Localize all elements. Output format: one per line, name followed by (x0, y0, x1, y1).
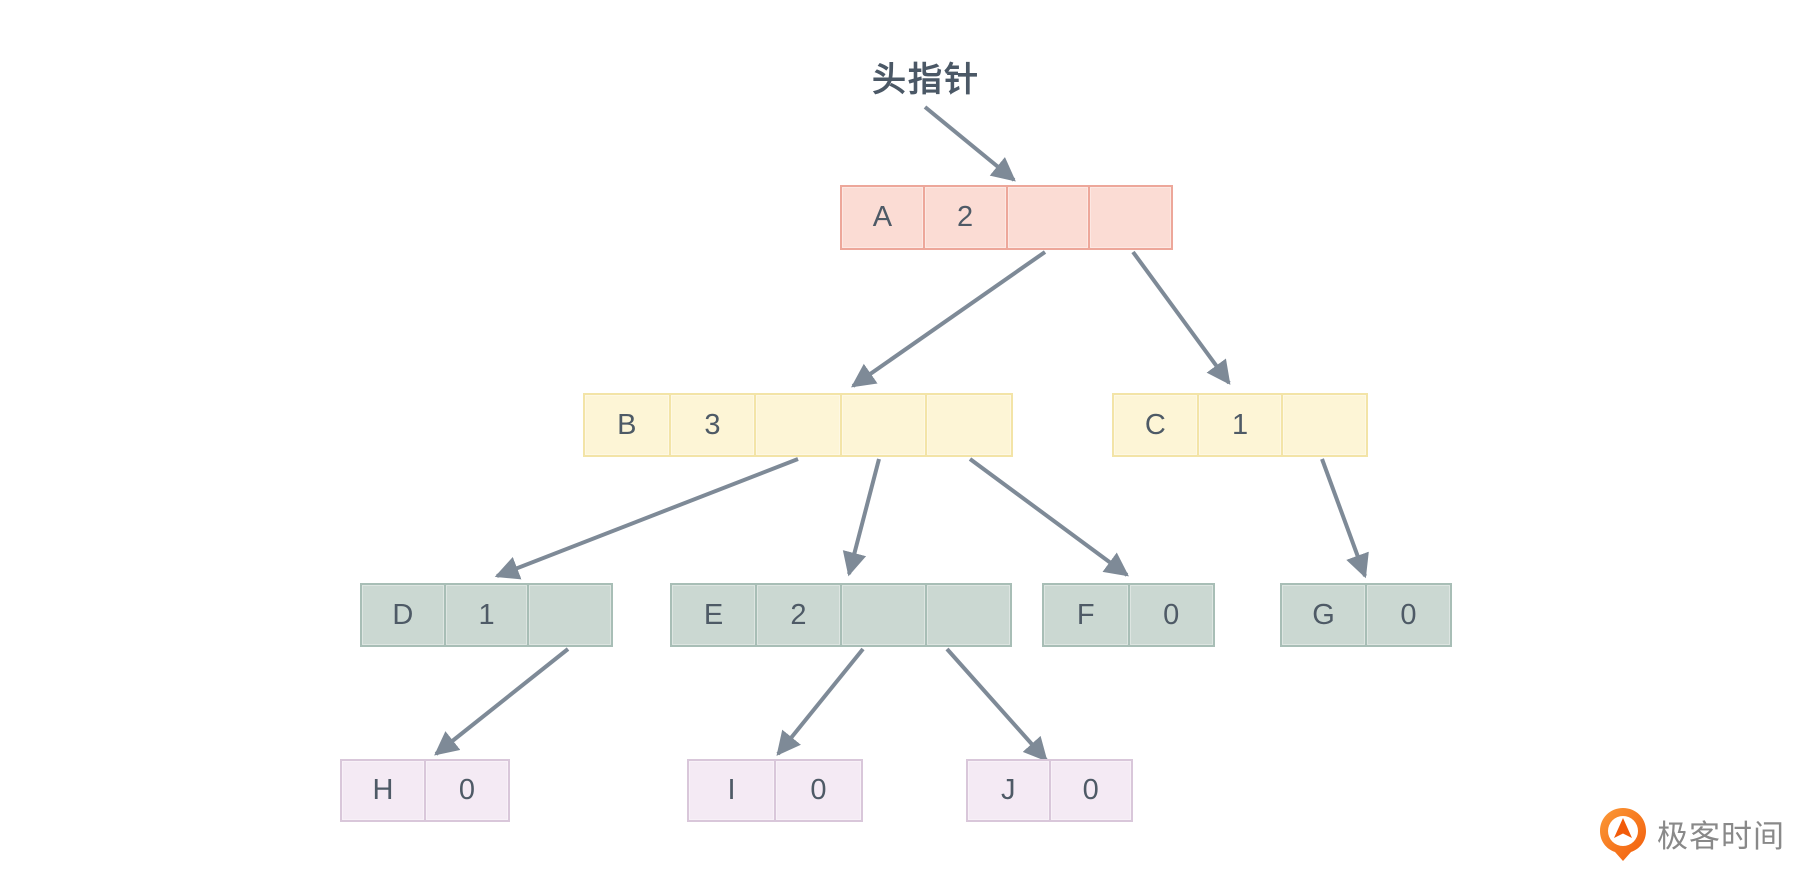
node-F-cell-0: F (1042, 583, 1130, 647)
node-D-cell-2 (527, 583, 614, 647)
edge-B-F (968, 457, 1129, 577)
node-B-cell-2 (754, 393, 842, 457)
node-J-cell-1: 0 (1048, 759, 1133, 822)
edge-B-E (842, 458, 881, 577)
node-A-cell-3 (1088, 185, 1173, 250)
edge-C-G (1320, 458, 1369, 579)
geektime-logo-icon (1597, 806, 1649, 867)
node-A-cell-0: A (840, 185, 925, 250)
node-H-cell-0: H (340, 759, 426, 822)
node-H-cell-1: 0 (424, 759, 510, 822)
node-E-cell-3 (925, 583, 1012, 647)
edge-E-J (945, 647, 1048, 762)
edge-A-C (1131, 250, 1231, 385)
node-D-cell-0: D (360, 583, 446, 647)
node-A-cell-2 (1005, 185, 1091, 250)
node-C-cell-1: 1 (1196, 393, 1284, 457)
node-I-cell-0: I (687, 759, 776, 822)
node-B-cell-4 (925, 393, 1013, 457)
geektime-logo: 极客时间 (1597, 806, 1785, 867)
node-C-cell-0: C (1112, 393, 1199, 457)
edge-A-B (851, 250, 1047, 388)
node-C-cell-2 (1281, 393, 1369, 457)
node-F-cell-1: 0 (1127, 583, 1215, 647)
node-E-cell-0: E (670, 583, 757, 647)
node-B-cell-3 (839, 393, 928, 457)
node-D-cell-1: 1 (443, 583, 530, 647)
node-J-cell-0: J (966, 759, 1051, 822)
node-A-cell-1: 2 (922, 185, 1008, 250)
node-B-cell-0: B (583, 393, 671, 457)
edge-E-I (776, 647, 865, 756)
node-E-cell-1: 2 (755, 583, 842, 647)
edge-B-D (494, 457, 799, 580)
node-G-cell-1: 0 (1365, 583, 1452, 647)
node-B-cell-1: 3 (668, 393, 757, 457)
geektime-logo-text: 极客时间 (1657, 819, 1785, 854)
node-I-cell-1: 0 (774, 759, 863, 822)
edge-headpointer-A (923, 105, 1016, 182)
node-G-cell-0: G (1280, 583, 1367, 647)
head-pointer-label: 头指针 (872, 61, 980, 99)
node-E-cell-2 (840, 583, 927, 647)
edge-D-H (434, 647, 570, 756)
